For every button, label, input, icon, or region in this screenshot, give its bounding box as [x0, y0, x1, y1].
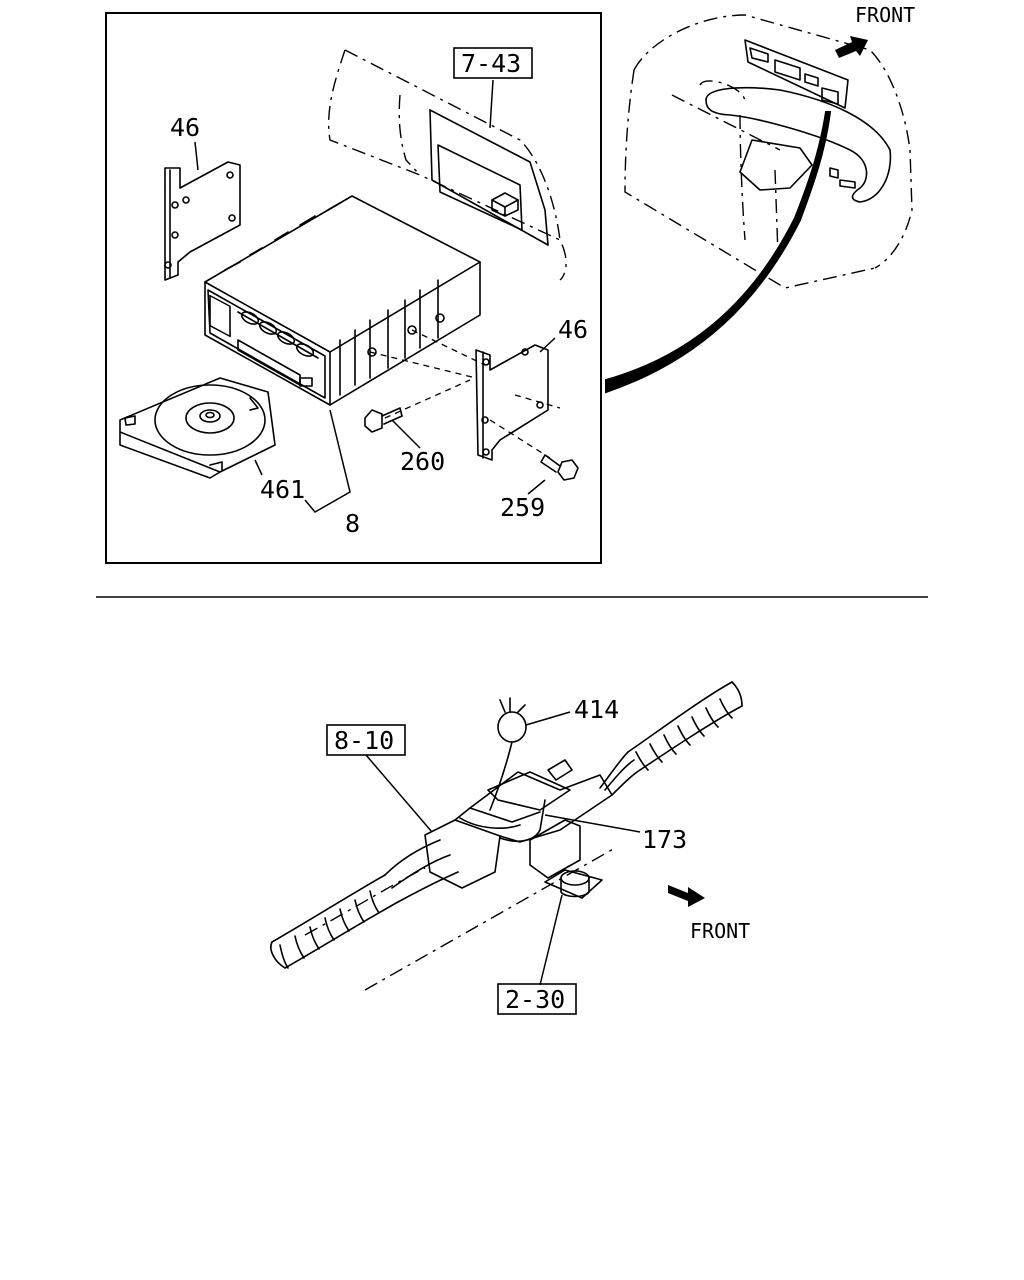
front-label-bottom: FRONT: [690, 919, 750, 943]
leader-259: [527, 479, 546, 495]
bracket-left: [164, 161, 241, 281]
leader-2-30: [539, 894, 563, 986]
callout-414: 414: [574, 695, 619, 724]
audio-head-unit: [204, 195, 481, 406]
dashboard-panel: [327, 49, 567, 281]
leader-461: [254, 459, 263, 476]
pointer-band: [605, 111, 832, 394]
leader-8: [304, 409, 351, 513]
leader-260: [391, 419, 421, 449]
front-label-top: FRONT: [855, 3, 915, 27]
ref-box-8-10: [326, 724, 406, 756]
mount-line-4: [489, 419, 551, 459]
mount-line-2: [411, 329, 486, 366]
leader-173: [544, 814, 641, 833]
callout-46-left: 46: [170, 113, 200, 142]
leader-46-right: [539, 337, 556, 353]
callout-259: 259: [500, 493, 545, 522]
callout-173: 173: [642, 825, 687, 854]
callout-461: 461: [260, 475, 305, 504]
mount-line-5: [514, 394, 561, 409]
leader-7-43: [489, 79, 494, 129]
bolt-259: [540, 454, 579, 481]
front-arrow-top: [835, 36, 868, 58]
ref-box-2-30: [497, 983, 577, 1015]
callout-8: 8: [345, 509, 360, 538]
ref-8-10: 8-10: [334, 726, 394, 755]
mount-line-3: [384, 379, 471, 419]
leader-8-10: [365, 754, 433, 833]
ref-2-30: 2-30: [505, 985, 565, 1014]
ref-7-43: 7-43: [461, 49, 521, 78]
wire-harness: [270, 681, 743, 991]
bracket-right: [475, 344, 549, 461]
front-arrow-bottom: [668, 885, 705, 907]
ref-box-7-43: [453, 47, 533, 79]
bolt-260: [364, 407, 403, 433]
leader-414: [525, 711, 571, 726]
callout-46-right: 46: [558, 315, 588, 344]
cd-magazine: [119, 377, 276, 479]
leader-46-left: [194, 141, 199, 171]
vehicle-dashboard: [624, 14, 913, 289]
mount-line-1: [369, 351, 477, 379]
detail-frame: [105, 12, 602, 564]
callout-260: 260: [400, 447, 445, 476]
